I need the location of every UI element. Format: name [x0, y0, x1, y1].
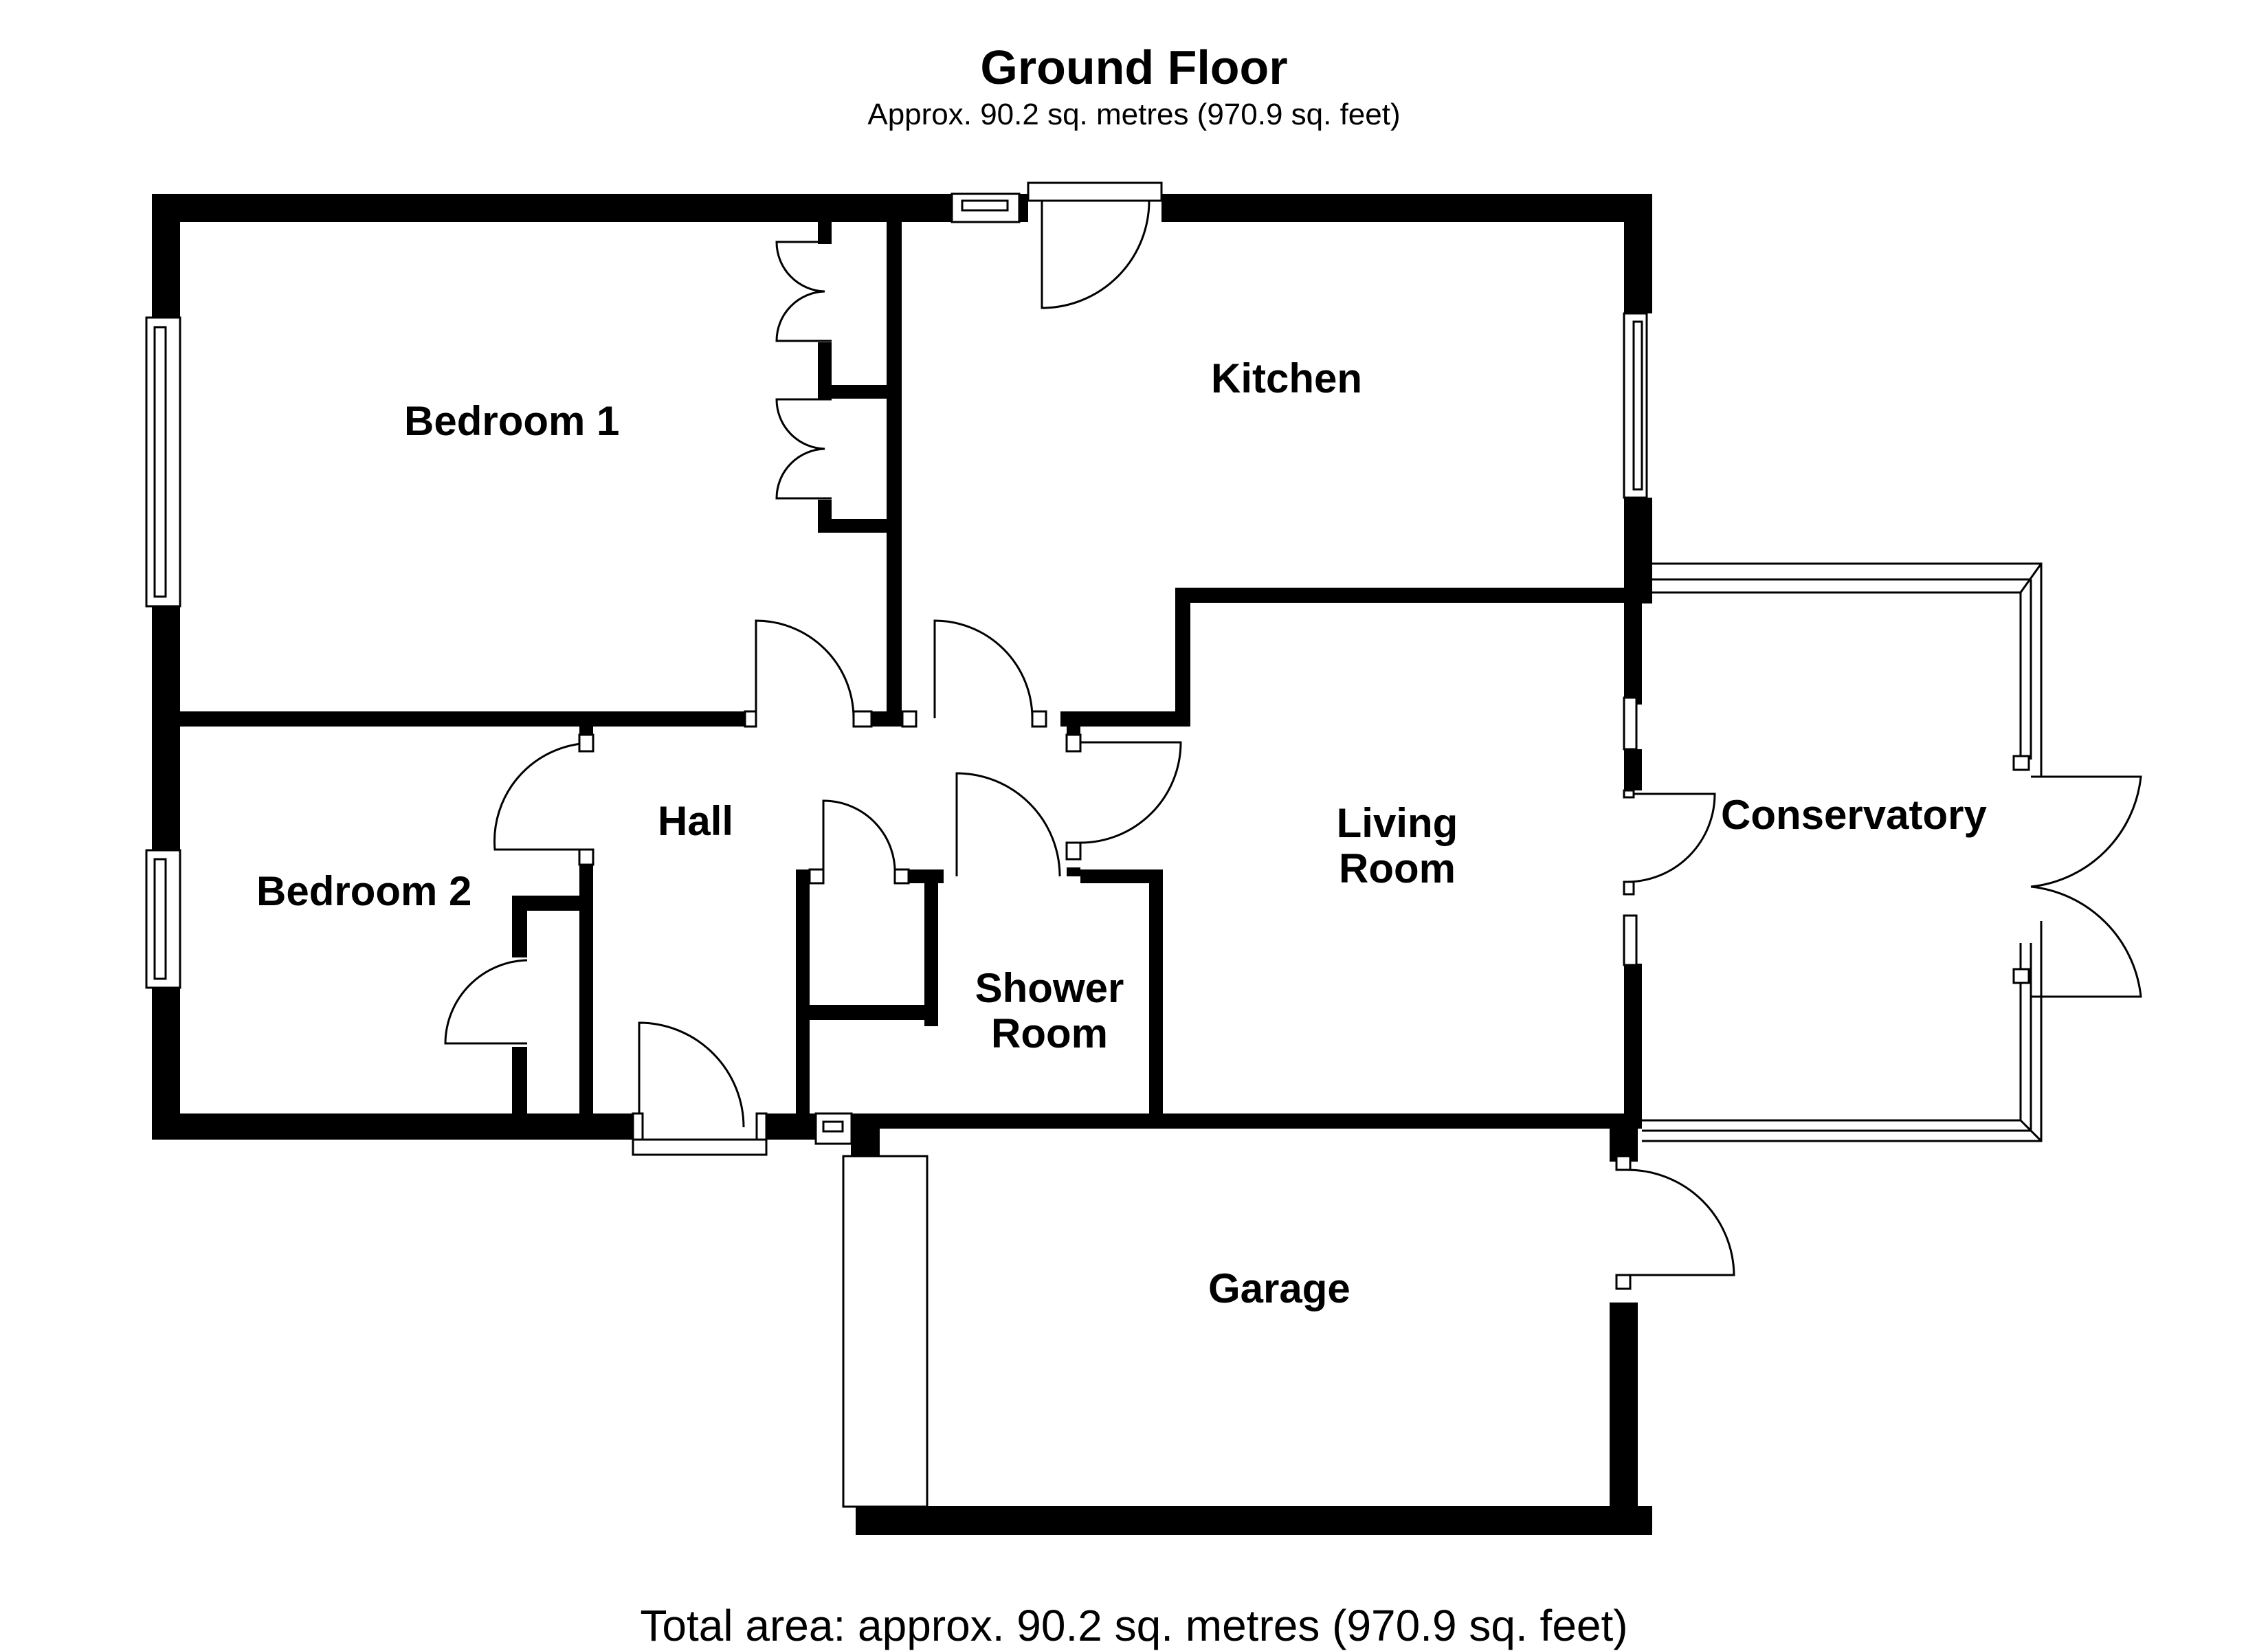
garage-walls: [842, 1113, 1652, 1535]
room-label-bedroom-1: Bedroom 1: [404, 398, 620, 444]
internal-walls: [180, 222, 1642, 1156]
total-area-caption: Total area: approx. 90.2 sq. metres (970…: [640, 1601, 1628, 1650]
room-label-hall: Hall: [658, 798, 734, 844]
floor-title: Ground Floor: [980, 41, 1288, 94]
shower-room-line-2: Room: [991, 1010, 1108, 1056]
doors: [444, 181, 2142, 1290]
room-label-garage: Garage: [1208, 1265, 1350, 1311]
floor-area-subtitle: Approx. 90.2 sq. metres (970.9 sq. feet): [867, 98, 1401, 131]
room-label-bedroom-2: Bedroom 2: [256, 868, 472, 914]
room-label-living-room: Living Room: [1332, 801, 1463, 891]
room-label-kitchen: Kitchen: [1211, 355, 1363, 401]
shower-room-line-1: Shower: [975, 965, 1124, 1011]
living-room-line-2: Room: [1339, 845, 1456, 891]
outer-walls: [152, 194, 1652, 1140]
room-label-shower-room: Shower Room: [967, 966, 1132, 1056]
garage-door: [842, 1155, 929, 1508]
living-room-line-1: Living: [1336, 800, 1458, 846]
windows: [145, 192, 1648, 1145]
room-label-conservatory: Conservatory: [1721, 792, 1987, 838]
conservatory-frame: [1642, 562, 2043, 1142]
